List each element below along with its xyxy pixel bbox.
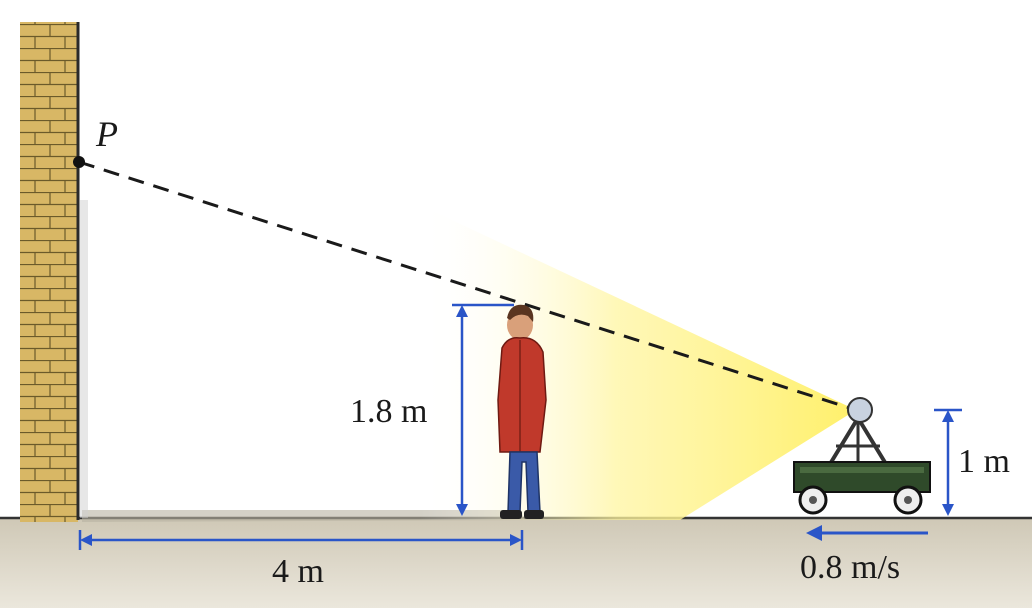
person-height-label: 1.8 m (350, 393, 427, 430)
lamp-height-dimension (934, 408, 962, 516)
lamp-cart (793, 397, 931, 515)
ground-shadow (82, 510, 525, 522)
velocity-arrow (806, 525, 928, 541)
distance-dimension (78, 530, 524, 550)
person-figure (497, 304, 547, 519)
lamp-height-label: 1 m (958, 443, 1010, 480)
light-cone (420, 205, 856, 520)
distance-label: 4 m (272, 553, 324, 590)
lamp-bulb (847, 397, 873, 423)
point-p-label: P (95, 114, 118, 154)
speed-label: 0.8 m/s (800, 549, 900, 586)
shadow-line (78, 160, 857, 412)
point-p-marker (73, 156, 85, 168)
brick-wall (20, 22, 88, 522)
person-height-dimension (452, 303, 514, 516)
